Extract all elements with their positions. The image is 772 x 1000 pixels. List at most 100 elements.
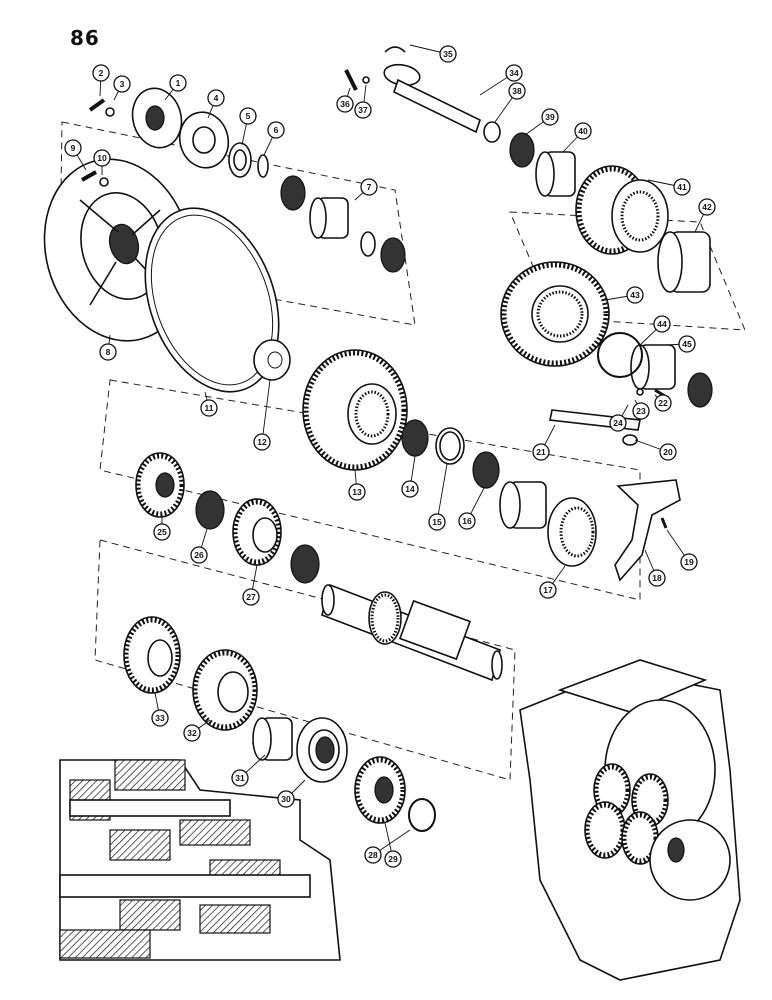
callout-circle (151, 709, 169, 727)
part-shaft-34 (344, 46, 481, 134)
callout-27: 27 (242, 564, 260, 606)
callout-label: 12 (257, 437, 267, 447)
callout-circle (354, 101, 372, 119)
page-number: 86 (70, 26, 100, 50)
callout-30: 30 (277, 779, 306, 808)
callout-circle (384, 850, 402, 868)
callout-20: 20 (634, 439, 677, 461)
callout-label: 11 (205, 403, 214, 413)
callout-8: 8 (99, 334, 117, 361)
callout-circle (348, 483, 366, 501)
callout-3: 3 (113, 75, 131, 101)
callout-label: 20 (663, 447, 673, 457)
callout-39: 39 (524, 108, 559, 136)
callout-circle (336, 95, 354, 113)
callout-circle (648, 569, 666, 587)
callout-circle (626, 286, 644, 304)
callout-36: 36 (336, 87, 354, 113)
callout-label: 35 (443, 49, 453, 59)
callout-14: 14 (401, 455, 419, 498)
callout-9: 9 (64, 139, 87, 171)
callout-circle (360, 178, 378, 196)
part-gear-13 (302, 349, 408, 471)
callout-label: 5 (246, 111, 251, 121)
callout-circle (267, 121, 285, 139)
callout-circle (698, 198, 716, 216)
callout-43: 43 (604, 286, 644, 304)
callout-33: 33 (151, 692, 169, 727)
callout-circle (207, 89, 225, 107)
callout-19: 19 (666, 529, 698, 571)
callout-label: 31 (235, 773, 245, 783)
callout-label: 4 (214, 93, 219, 103)
callout-circle (541, 108, 559, 126)
callout-42: 42 (694, 198, 716, 233)
callout-label: 36 (340, 99, 350, 109)
callout-label: 22 (658, 398, 668, 408)
callout-circle (153, 523, 171, 541)
callout-circle (231, 769, 249, 787)
callout-circle (532, 443, 550, 461)
callout-24: 24 (609, 404, 629, 432)
callout-label: 15 (432, 517, 442, 527)
part-gasket-11 (144, 207, 280, 393)
part-gear-41 (575, 165, 669, 255)
callout-label: 2 (99, 68, 104, 78)
part-small-bearings-5-6-7 (228, 142, 406, 273)
part-cups-40-42 (535, 151, 711, 390)
callout-label: 3 (120, 79, 125, 89)
callout-label: 25 (157, 527, 167, 537)
assembled-transmission-view (519, 659, 741, 981)
callout-7: 7 (354, 178, 378, 201)
callout-label: 9 (71, 143, 76, 153)
callout-label: 28 (368, 850, 378, 860)
callout-4: 4 (207, 89, 225, 119)
callout-41: 41 (647, 178, 691, 196)
callout-label: 43 (630, 290, 640, 300)
callout-circle (113, 75, 131, 93)
part-gear-29-ring-28 (354, 756, 436, 832)
part-gears-25-26 (135, 452, 282, 566)
callout-label: 26 (194, 550, 204, 560)
callout-label: 39 (545, 112, 555, 122)
callout-label: 24 (613, 418, 623, 428)
callout-label: 19 (684, 557, 694, 567)
callout-31: 31 (231, 754, 266, 787)
callout-circle (574, 122, 592, 140)
callout-2: 2 (92, 64, 110, 97)
callout-label: 6 (274, 125, 279, 135)
callout-circle (439, 45, 457, 63)
part-ring-38-bearing-39 (483, 121, 535, 168)
part-pump-1-4 (131, 87, 230, 169)
part-shaft-27 (321, 583, 503, 682)
callout-circle (364, 846, 382, 864)
callout-leader (436, 463, 448, 523)
callout-label: 7 (367, 182, 372, 192)
callout-38: 38 (494, 82, 526, 123)
callout-circle (242, 588, 260, 606)
callout-label: 21 (536, 447, 546, 457)
callout-circle (239, 107, 257, 125)
callout-circle (653, 315, 671, 333)
callout-label: 30 (281, 794, 291, 804)
part-washer-12 (253, 339, 291, 381)
callout-circle (680, 553, 698, 571)
callout-circle (401, 480, 419, 498)
callout-label: 29 (388, 854, 398, 864)
callout-circle (428, 513, 446, 531)
callout-13: 13 (348, 469, 366, 501)
callout-35: 35 (409, 44, 457, 63)
callout-12: 12 (253, 379, 271, 451)
callout-circle (659, 443, 677, 461)
callout-6: 6 (263, 121, 285, 156)
callout-label: 38 (512, 86, 522, 96)
callout-circle (632, 402, 650, 420)
part-bearings-30-31 (252, 717, 348, 783)
callout-label: 23 (636, 406, 646, 416)
callout-label: 45 (682, 339, 692, 349)
callout-circle (92, 64, 110, 82)
callout-15: 15 (428, 463, 448, 531)
callout-34: 34 (479, 64, 523, 96)
